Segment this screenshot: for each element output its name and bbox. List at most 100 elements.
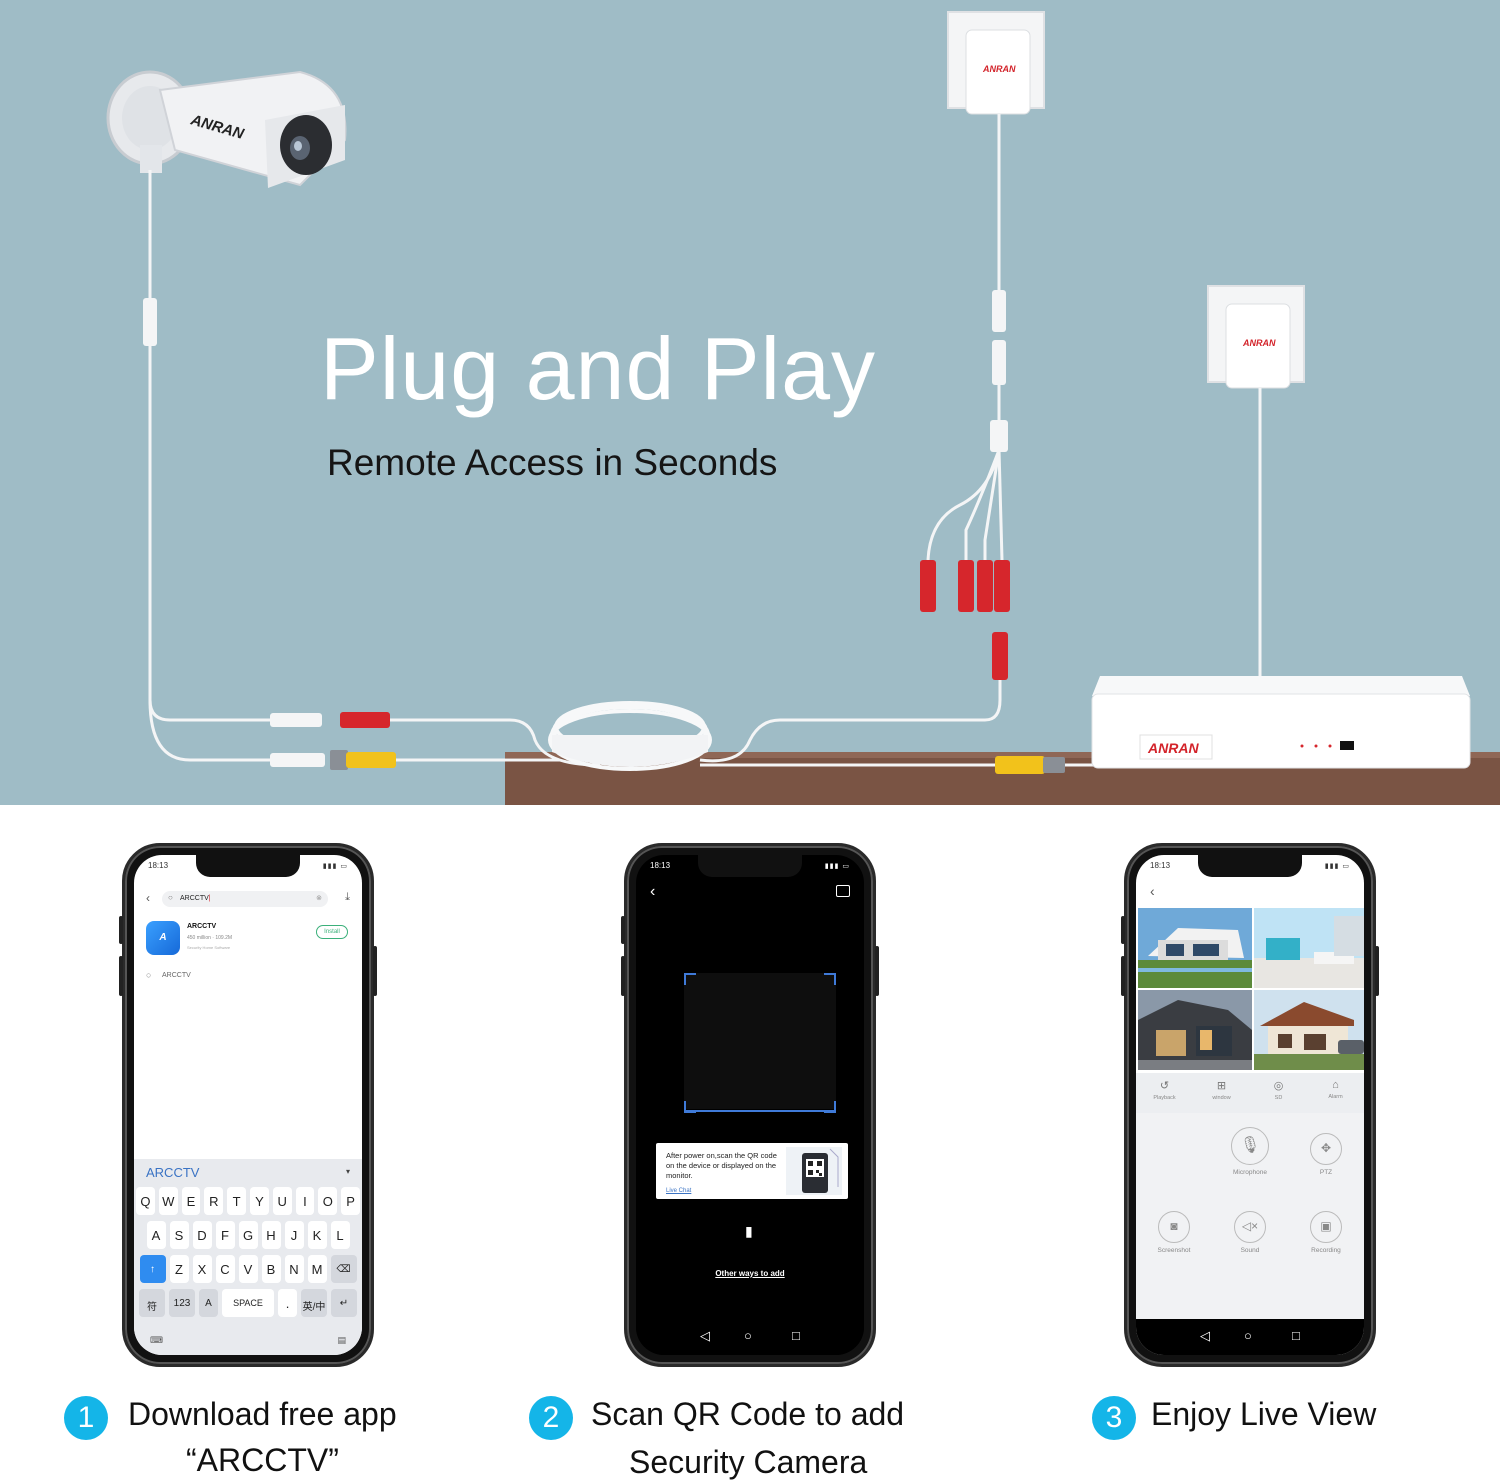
key[interactable]: F	[215, 1221, 235, 1249]
keyboard-row-2: A S D F G H J K L	[136, 1221, 360, 1249]
app-icon[interactable]: A	[146, 921, 180, 955]
download-icon[interactable]: ⤓	[345, 891, 350, 903]
key[interactable]: O	[318, 1187, 338, 1215]
step-number-badge: 3	[1092, 1396, 1136, 1440]
key[interactable]: H	[261, 1221, 281, 1249]
keyboard-row-3: ↑ Z X C V B N M ⌫	[136, 1255, 360, 1283]
key[interactable]: Y	[250, 1187, 269, 1215]
nav-recents-icon[interactable]: □	[792, 1328, 800, 1343]
keyboard: ARCCTV ▾ Q W E R T Y U I O P A S D	[134, 1159, 362, 1355]
key[interactable]: Q	[136, 1187, 155, 1215]
key[interactable]: M	[307, 1255, 327, 1283]
dc-connector-red	[340, 712, 390, 728]
step-number-badge: 1	[64, 1396, 108, 1440]
key[interactable]: X	[192, 1255, 212, 1283]
scan-hint-card: After power on,scan the QR code on the d…	[656, 1143, 848, 1199]
candidate-expand-icon[interactable]: ▾	[345, 1167, 350, 1176]
camera-cable	[148, 170, 1100, 767]
key[interactable]: G	[238, 1221, 258, 1249]
app-name: ARCCTV	[187, 923, 217, 930]
key[interactable]: P	[341, 1187, 360, 1215]
key[interactable]: A	[146, 1221, 166, 1249]
nav-back-icon[interactable]: ◁	[700, 1328, 710, 1343]
back-icon[interactable]: ‹	[650, 883, 656, 900]
nav-recents-icon[interactable]: □	[1292, 1328, 1300, 1343]
key[interactable]: N	[284, 1255, 304, 1283]
nav-home-icon[interactable]: ○	[744, 1328, 752, 1343]
tool-label: Playback	[1153, 1095, 1176, 1101]
period-key[interactable]: .	[278, 1289, 297, 1317]
svg-text:ANRAN: ANRAN	[1147, 740, 1199, 756]
key[interactable]: B	[261, 1255, 281, 1283]
search-icon: ○	[168, 893, 173, 902]
signal-battery-icon: ▮▮▮ ▭	[824, 863, 850, 870]
scan-corner	[824, 973, 836, 985]
key[interactable]: I	[295, 1187, 315, 1215]
search-suggestion[interactable]: ARCCTV	[162, 972, 191, 979]
key[interactable]: R	[204, 1187, 224, 1215]
key[interactable]: W	[158, 1187, 178, 1215]
ptz-button[interactable]: ✥ PTZ	[1296, 1133, 1356, 1176]
backspace-key[interactable]: ⌫	[330, 1255, 357, 1283]
gallery-icon[interactable]	[836, 885, 850, 897]
keyboard-icon[interactable]: ⌨	[150, 1335, 163, 1345]
hero-illustration: ANRAN	[106, 11, 1500, 805]
back-icon[interactable]: ‹	[146, 891, 150, 905]
space-key[interactable]: SPACE	[222, 1289, 274, 1317]
install-button[interactable]: Install	[316, 925, 348, 939]
key[interactable]: C	[215, 1255, 235, 1283]
key[interactable]: J	[284, 1221, 304, 1249]
nav-back-icon[interactable]: ◁	[1200, 1328, 1210, 1343]
numbers-key[interactable]: 123	[169, 1289, 195, 1317]
symbols-key[interactable]: 符	[139, 1289, 165, 1317]
nav-home-icon[interactable]: ○	[1244, 1328, 1252, 1343]
shift-key[interactable]: ↑	[139, 1255, 166, 1283]
key[interactable]: U	[272, 1187, 292, 1215]
table-edge	[505, 752, 1500, 758]
input-mode-key[interactable]: A	[199, 1289, 218, 1317]
coil-body	[552, 735, 708, 767]
key[interactable]: K	[307, 1221, 327, 1249]
back-icon[interactable]: ‹	[1150, 883, 1155, 899]
camera-feed[interactable]	[1138, 908, 1252, 988]
playback-button[interactable]: ↺Playback	[1136, 1073, 1193, 1113]
key[interactable]: V	[238, 1255, 258, 1283]
other-ways-link[interactable]: Other ways to add	[715, 1269, 785, 1278]
step-1-caption-line-1: Download free app	[128, 1396, 397, 1432]
enter-key[interactable]: ↵	[331, 1289, 357, 1317]
keyboard-toolbar: ⌨ ▤	[134, 1335, 362, 1355]
sd-button[interactable]: ◎SD	[1250, 1073, 1307, 1113]
clear-icon[interactable]: ⊗	[316, 895, 322, 902]
key[interactable]: D	[192, 1221, 212, 1249]
live-chat-link[interactable]: Live Chat	[666, 1188, 692, 1194]
alarm-button[interactable]: ⌂Alarm	[1307, 1073, 1364, 1113]
scan-corner	[824, 1101, 836, 1113]
microphone-button[interactable]: 🎙 Microphone	[1220, 1127, 1280, 1176]
hero-title: Plug and Play	[320, 319, 877, 418]
recording-button[interactable]: ▣ Recording	[1296, 1211, 1356, 1254]
dc-plug-top	[992, 290, 1006, 332]
language-key[interactable]: 英/中	[301, 1289, 327, 1317]
camera-feed[interactable]	[1138, 990, 1252, 1070]
key[interactable]: L	[330, 1221, 350, 1249]
bnc-metal-right	[1043, 757, 1065, 773]
key[interactable]: Z	[169, 1255, 189, 1283]
phone-download-app: 18:13 ▮▮▮ ▭ ‹ ○ ARCCTV| ⊗ ⤓ A ARCCTV 450…	[119, 843, 377, 1367]
power-adapter-right: ANRAN	[1207, 285, 1305, 389]
key[interactable]: T	[227, 1187, 246, 1215]
suggestion-search-icon: ○	[146, 970, 152, 980]
status-time: 18:13	[1150, 861, 1171, 870]
keyboard-candidate[interactable]: ARCCTV	[146, 1165, 200, 1180]
step-1-caption-line-2: “ARCCTV”	[186, 1442, 339, 1478]
screenshot-button[interactable]: ◙ Screenshot	[1144, 1211, 1204, 1254]
flashlight-icon[interactable]: ▮	[745, 1223, 753, 1239]
camera-feed[interactable]	[1254, 908, 1364, 988]
window-button[interactable]: ⊞window	[1193, 1073, 1250, 1113]
camera-feed[interactable]	[1254, 990, 1364, 1070]
clipboard-icon[interactable]: ▤	[337, 1335, 346, 1345]
search-input[interactable]: ○ ARCCTV| ⊗	[162, 891, 328, 907]
phone-live-view: 18:13 ▮▮▮ ▭ ‹ ↺Playback ⊞window	[1121, 843, 1379, 1367]
key[interactable]: E	[181, 1187, 201, 1215]
key[interactable]: S	[169, 1221, 189, 1249]
sound-button[interactable]: ◁× Sound	[1220, 1211, 1280, 1254]
